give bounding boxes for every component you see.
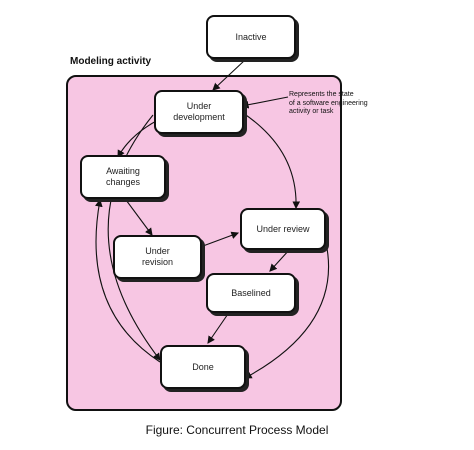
state-annotation-note: Represents the state of a software engin… <box>289 91 368 115</box>
arrow-done-to-awaiting <box>95 198 161 363</box>
arrow-baselined-to-done <box>207 310 231 344</box>
arrow-inactive-to-development <box>212 59 246 91</box>
state-baselined: Baselined <box>206 273 296 313</box>
figure-caption: Figure: Concurrent Process Model <box>145 423 329 437</box>
state-done: Done <box>160 345 246 389</box>
state-under-development: Under development <box>154 90 244 134</box>
arrow-review-to-baselined <box>269 248 291 272</box>
arrow-development-to-review <box>242 112 301 210</box>
arrow-review-to-done <box>244 227 330 379</box>
state-awaiting-changes: Awaiting changes <box>80 155 166 199</box>
state-under-revision: Under revision <box>113 235 202 279</box>
state-inactive: Inactive <box>206 15 296 59</box>
arrow-development-to-awaiting <box>117 119 159 158</box>
arrow-development-to-done <box>107 114 161 361</box>
arrow-awaiting-to-revision <box>125 199 153 236</box>
state-under-review: Under review <box>240 208 326 250</box>
modeling-activity-label: Modeling activity <box>70 56 152 67</box>
arrow-revision-to-review <box>202 231 240 247</box>
note-pointer <box>240 96 289 109</box>
